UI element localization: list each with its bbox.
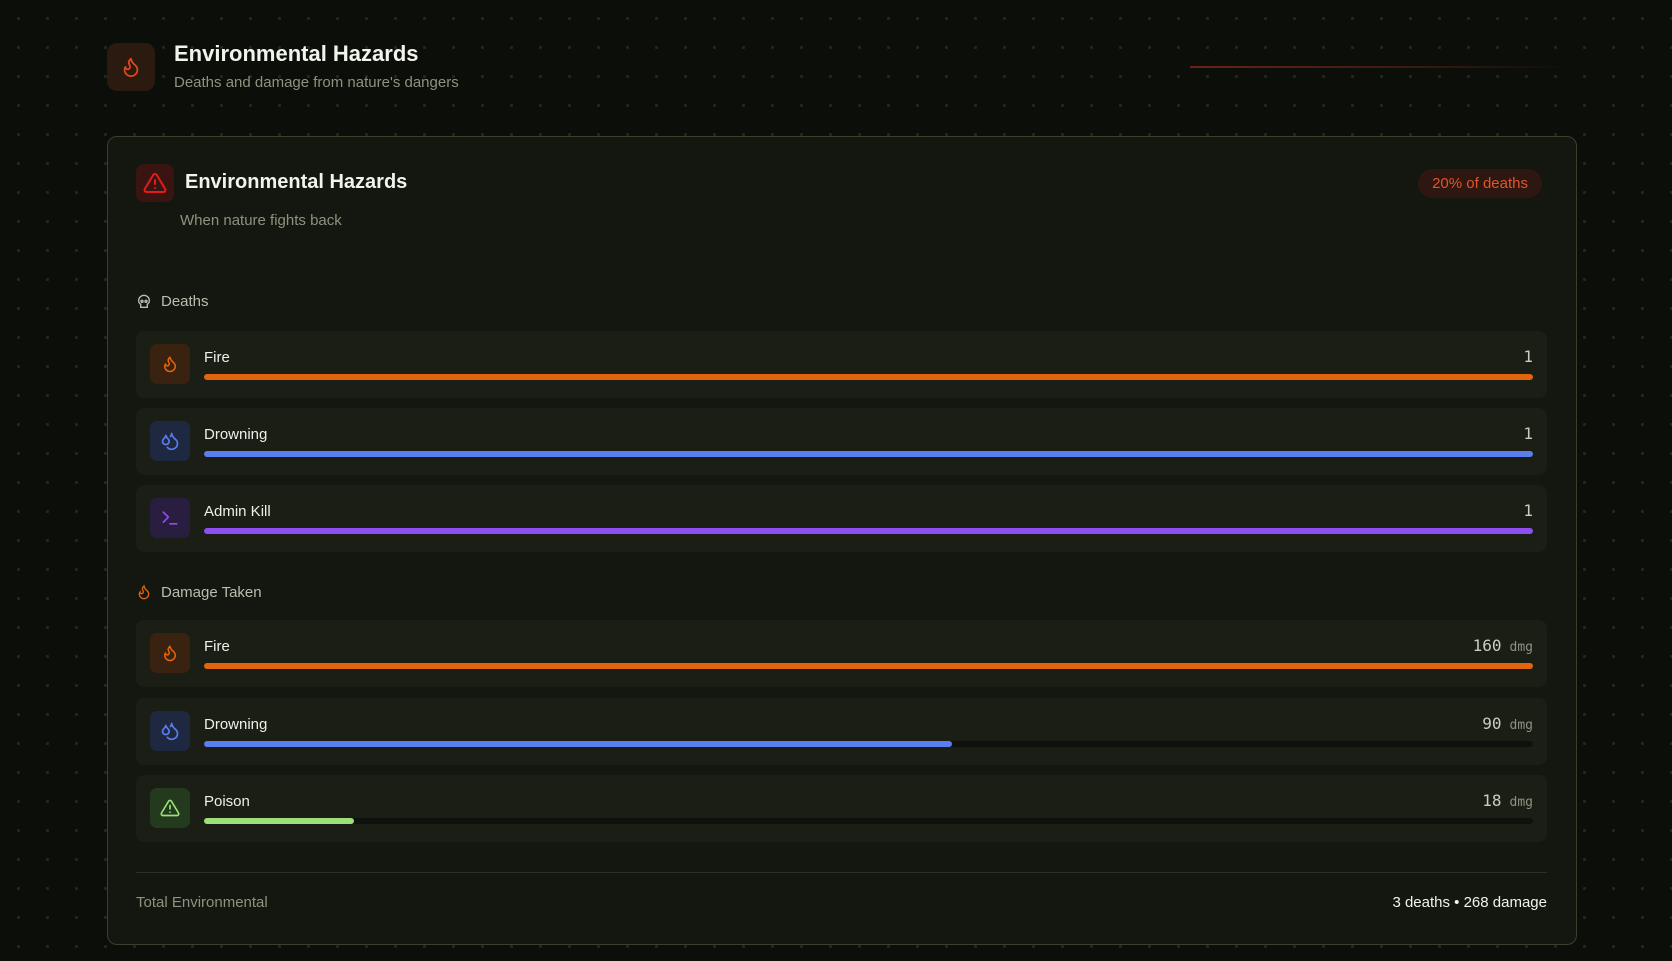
row-value: 1 <box>1523 501 1533 520</box>
warning-icon <box>150 788 190 828</box>
damage-label: Damage Taken <box>161 583 262 601</box>
deaths-row-drowning: Drowning 1 <box>136 408 1547 475</box>
row-label: Admin Kill <box>204 503 271 520</box>
row-label: Drowning <box>204 426 268 443</box>
deaths-percent-badge: 20% of deaths <box>1418 169 1542 198</box>
progress-fill <box>204 374 1533 380</box>
droplets-icon <box>150 711 190 751</box>
footer-label: Total Environmental <box>136 894 268 911</box>
deaths-row-fire: Fire 1 <box>136 331 1547 398</box>
terminal-icon <box>150 498 190 538</box>
card-subtitle: When nature fights back <box>180 212 342 229</box>
page-subtitle: Deaths and damage from nature's dangers <box>174 74 459 91</box>
deaths-row-admin-kill: Admin Kill 1 <box>136 485 1547 552</box>
fire-icon <box>150 344 190 384</box>
row-label: Fire <box>204 638 230 655</box>
row-value: 1 <box>1523 347 1533 366</box>
header-accent-line <box>1190 66 1570 68</box>
progress-fill <box>204 451 1533 457</box>
deaths-section-label: Deaths <box>136 293 209 310</box>
progress-fill <box>204 663 1533 669</box>
progress-track <box>204 741 1533 747</box>
progress-fill <box>204 528 1533 534</box>
progress-track <box>204 451 1533 457</box>
unit-label: dmg <box>1509 640 1533 655</box>
progress-track <box>204 663 1533 669</box>
deaths-label: Deaths <box>161 293 209 310</box>
fire-icon <box>150 633 190 673</box>
fire-icon <box>138 584 150 600</box>
page-title: Environmental Hazards <box>174 41 419 66</box>
droplets-icon <box>150 421 190 461</box>
progress-track <box>204 374 1533 380</box>
unit-label: dmg <box>1509 718 1533 733</box>
divider <box>136 872 1547 873</box>
row-value: 1 <box>1523 424 1533 443</box>
card-title: Environmental Hazards <box>185 171 408 193</box>
skull-icon <box>137 294 151 308</box>
row-label: Fire <box>204 349 230 366</box>
footer-summary: 3 deaths • 268 damage <box>1392 894 1547 911</box>
progress-track <box>204 818 1533 824</box>
row-label: Poison <box>204 793 250 810</box>
row-label: Drowning <box>204 716 268 733</box>
unit-label: dmg <box>1509 795 1533 810</box>
warning-icon <box>136 164 174 202</box>
progress-fill <box>204 741 952 747</box>
progress-fill <box>204 818 354 824</box>
damage-section-label: Damage Taken <box>136 583 262 601</box>
header-fire-icon <box>107 43 155 91</box>
progress-track <box>204 528 1533 534</box>
